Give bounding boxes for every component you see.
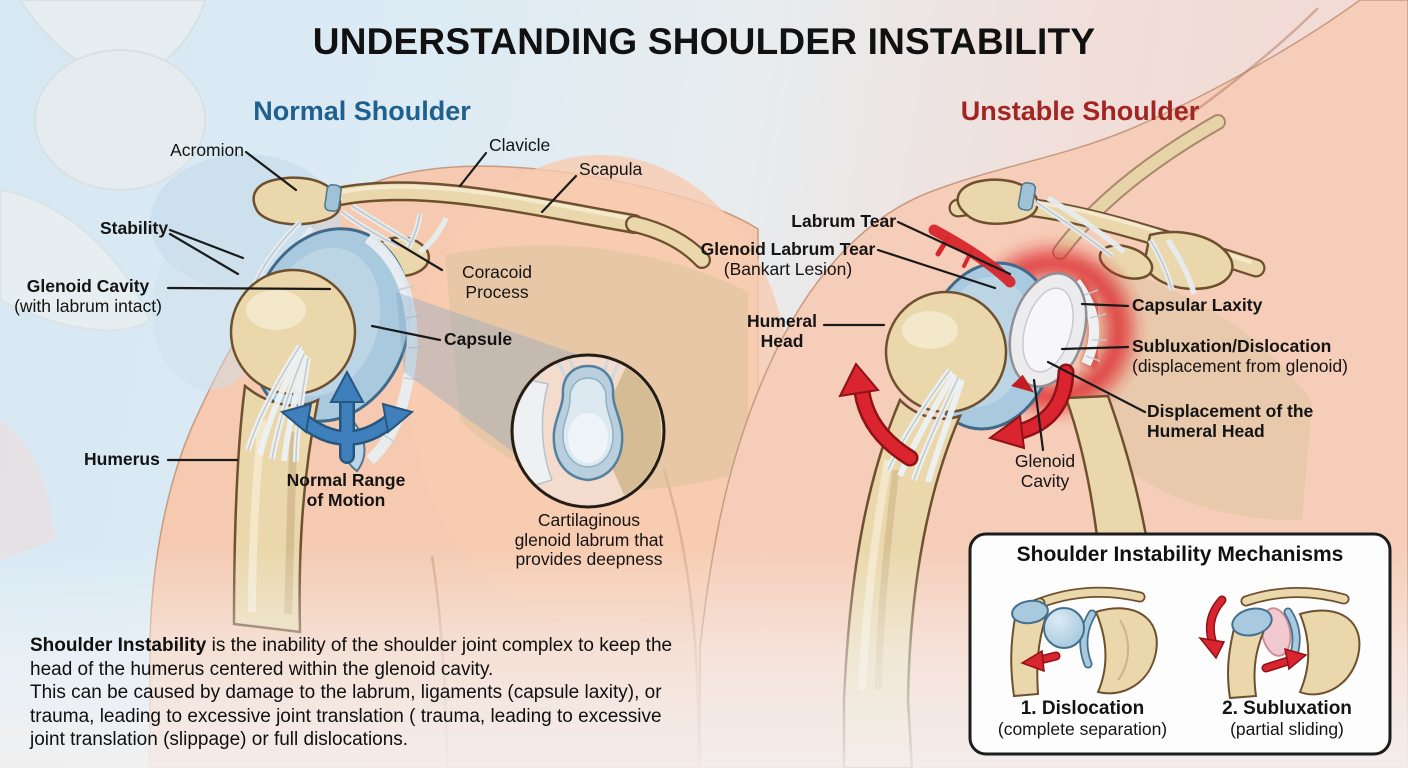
label-stability: Stability [100, 218, 169, 238]
label-humeral-head: Humeral Head [740, 311, 824, 351]
footnote-line3: This can be caused by damage to the labr… [30, 682, 662, 703]
label-range-line2: of Motion [306, 489, 386, 510]
mechanism1-note: (complete separation) [997, 719, 1168, 739]
label-coracoid-process: Coracoid Process [448, 262, 546, 302]
mechanism2-name: 2. Subluxation [1222, 698, 1352, 719]
label-glt-note: (Bankart Lesion) [723, 258, 853, 279]
label-humerus: Humerus [84, 449, 160, 469]
label-glenoid-cavity-note: (with labrum intact) [14, 295, 162, 316]
dislocation-arrow-icon [987, 363, 1075, 450]
inset-caption-line2: glenoid labrum that [514, 529, 664, 550]
footnote-bold: Shoulder Instability [30, 635, 207, 656]
label-glenoid-labrum-tear: Glenoid Labrum Tear (Bankart Lesion) [698, 239, 878, 279]
label-coracoid-line2: Process [465, 281, 529, 302]
footnote-line1: Shoulder Instability is the inability of… [30, 634, 672, 658]
footnote-paragraph: Shoulder Instability is the inability of… [30, 634, 672, 752]
label-displacement-line1: Displacement of the [1147, 401, 1314, 421]
right-ligaments [1034, 195, 1197, 295]
page-title: UNDERSTANDING SHOULDER INSTABILITY [312, 21, 1096, 62]
footnote-line2: head of the humerus centered within the … [30, 658, 494, 680]
normal-shoulder-heading: Normal Shoulder [253, 96, 471, 126]
mechanism-caption-dislocation: 1. Dislocation (complete separation) [990, 698, 1175, 740]
footnote-line5: joint translation (slippage) or full dis… [30, 729, 409, 750]
footnote-line4: trauma, leading to excessive joint trans… [30, 705, 662, 727]
mechanisms-box [968, 532, 1392, 756]
rotation-arrow-icon [838, 362, 919, 467]
mechanism-caption-subluxation: 2. Subluxation (partial sliding) [1196, 698, 1378, 740]
label-clavicle: Clavicle [489, 135, 551, 155]
mechanism1-name: 1. Dislocation [1020, 698, 1145, 719]
label-capsular-laxity: Capsular Laxity [1132, 295, 1263, 315]
label-coracoid-line1: Coracoid [461, 262, 533, 282]
label-glenoid-right-line1: Glenoid [1014, 451, 1076, 471]
ac-joint-cartilage [324, 184, 342, 212]
labrum-inset-circle [510, 353, 666, 509]
inset-caption-line3: provides deepness [515, 549, 663, 569]
footnote-line1-rest: is the inability of the shoulder joint c… [206, 635, 673, 656]
right-rotator-cuff-tendon [885, 368, 965, 483]
label-normal-range: Normal Range of Motion [272, 470, 420, 510]
label-glenoid-cavity: Glenoid Cavity (with labrum intact) [0, 276, 176, 316]
label-acromion: Acromion [170, 140, 244, 160]
label-displacement-line2: Humeral Head [1147, 420, 1265, 441]
label-labrum-tear: Labrum Tear [791, 211, 896, 231]
label-capsule: Capsule [444, 329, 513, 349]
inset-caption-line1: Cartilaginous [537, 510, 641, 530]
label-subluxation: Subluxation/Dislocation (displacement fr… [1132, 336, 1348, 376]
subluxation-diagram [1198, 586, 1361, 700]
label-glt-main: Glenoid Labrum Tear [700, 239, 876, 259]
label-subluxation-note: (displacement from glenoid) [1132, 355, 1348, 376]
torn-labrum [1008, 272, 1088, 393]
unstable-shoulder-heading: Unstable Shoulder [960, 96, 1200, 126]
label-glenoid-cavity-main: Glenoid Cavity [26, 276, 150, 296]
mechanisms-title: Shoulder Instability Mechanisms [1016, 543, 1344, 566]
label-humeral-line1: Humeral [746, 311, 818, 331]
label-humeral-line2: Head [760, 330, 804, 351]
label-glenoid-cavity-right: Glenoid Cavity [1008, 451, 1082, 491]
label-scapula: Scapula [579, 159, 643, 179]
label-displacement: Displacement of the Humeral Head [1147, 401, 1314, 441]
inset-caption: Cartilaginous glenoid labrum that provid… [492, 510, 686, 570]
mechanism2-note: (partial sliding) [1230, 719, 1344, 739]
range-of-motion-arrow-icon [279, 369, 415, 464]
label-range-line1: Normal Range [286, 470, 406, 490]
label-subluxation-main: Subluxation/Dislocation [1132, 336, 1332, 356]
clavicle-bone [326, 181, 711, 269]
background-bones [0, 0, 207, 560]
right-ac-joint-cartilage [1017, 182, 1037, 211]
dislocation-diagram [1010, 586, 1158, 698]
leader-lines [166, 150, 1147, 462]
label-glenoid-right-line2: Cavity [1020, 470, 1070, 491]
